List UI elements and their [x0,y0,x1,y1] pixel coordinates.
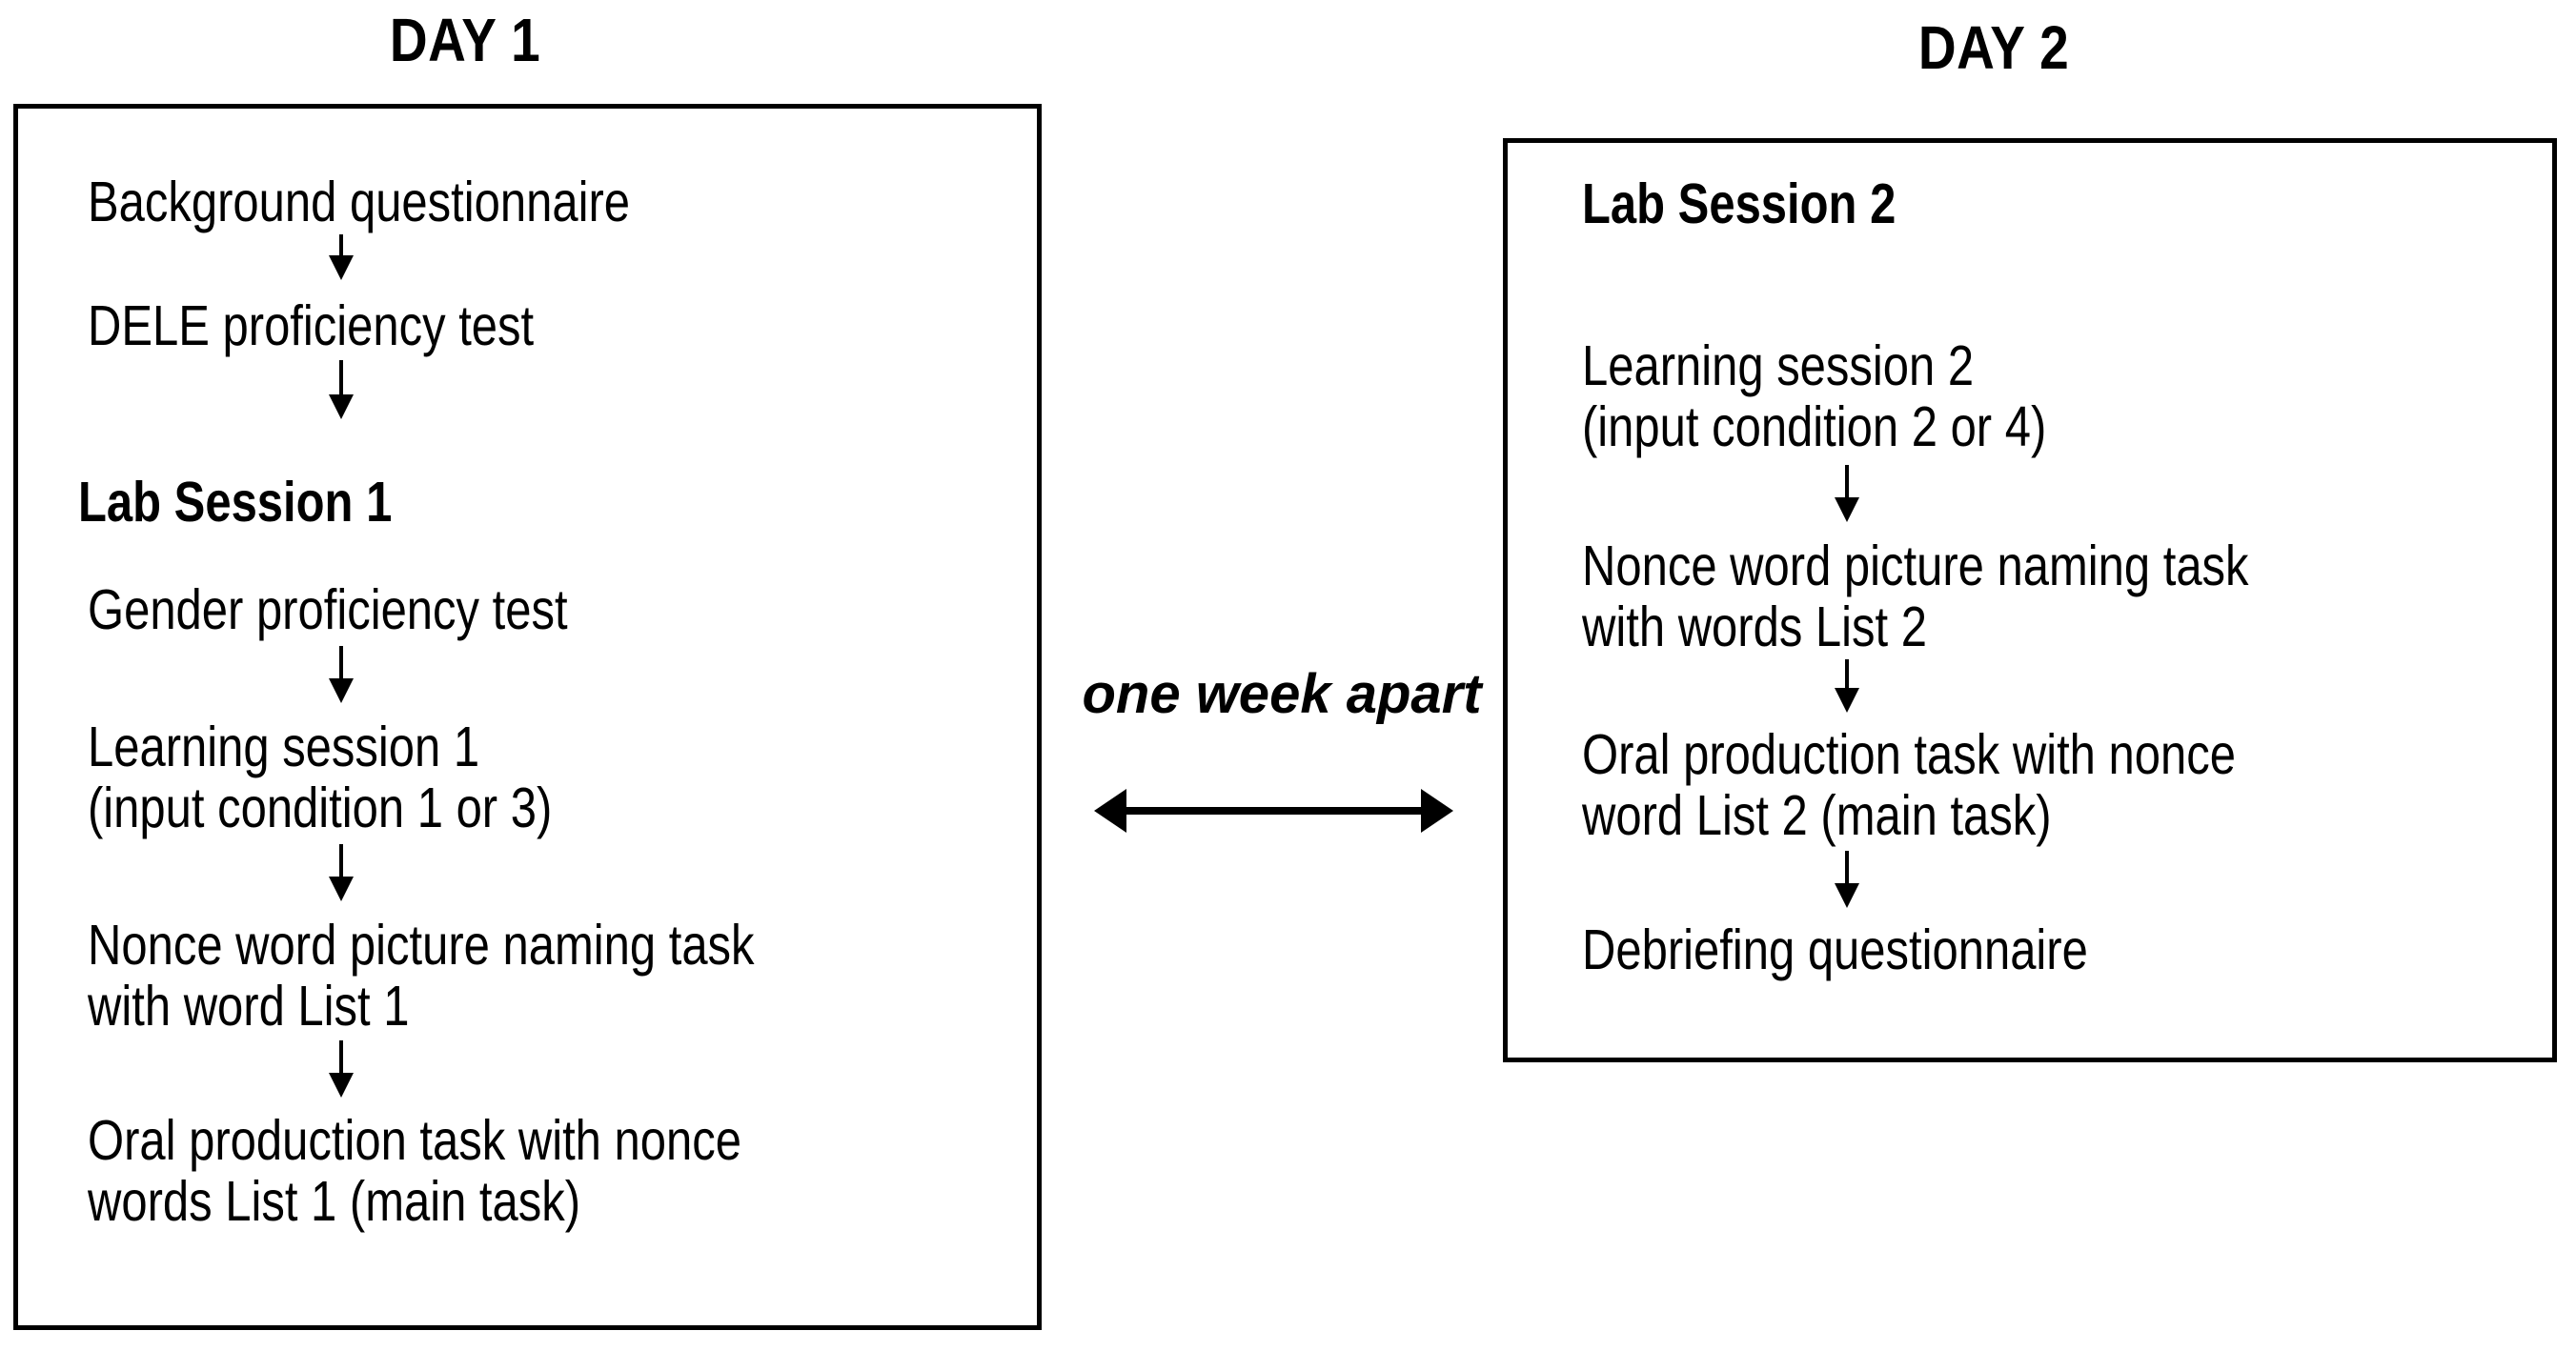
step-background-questionnaire: Background questionnaire [88,171,630,233]
day2-title: DAY 2 [1917,13,2070,82]
step-learning-session-2: Learning session 2 (input condition 2 or… [1582,334,2047,458]
step-dele-proficiency-test: DELE proficiency test [88,294,535,357]
connector-label-one-week-apart: one week apart [1082,663,1482,725]
arrow-down-2-3 [1835,851,1859,908]
double-headed-arrow-icon [1094,789,1453,833]
arrow-down-1-3 [329,646,354,703]
heading-lab-session-1: Lab Session 1 [78,471,393,534]
arrow-down-2-1 [1835,465,1859,522]
arrow-down-1-1 [329,234,354,280]
step-learning-session-1: Learning session 1 (input condition 1 or… [88,716,553,839]
day1-box [13,104,1042,1330]
arrow-down-1-4 [329,844,354,901]
step-oral-production-task-2: Oral production task with nonce word Lis… [1582,723,2236,847]
step-gender-proficiency-test: Gender proficiency test [88,578,568,641]
arrow-head-right-icon [1421,789,1453,833]
step-oral-production-task-1: Oral production task with nonce words Li… [88,1109,741,1233]
arrow-shaft [1117,807,1430,815]
step-debriefing-questionnaire: Debriefing questionnaire [1582,918,2088,981]
arrow-down-1-5 [329,1040,354,1098]
arrow-down-1-2 [329,360,354,419]
step-nonce-word-picture-naming-2: Nonce word picture naming task with word… [1582,534,2249,658]
day2-box [1503,138,2557,1062]
arrow-down-2-2 [1835,659,1859,713]
step-nonce-word-picture-naming-1: Nonce word picture naming task with word… [88,914,755,1038]
day1-title: DAY 1 [389,6,541,74]
heading-lab-session-2: Lab Session 2 [1582,172,1897,235]
